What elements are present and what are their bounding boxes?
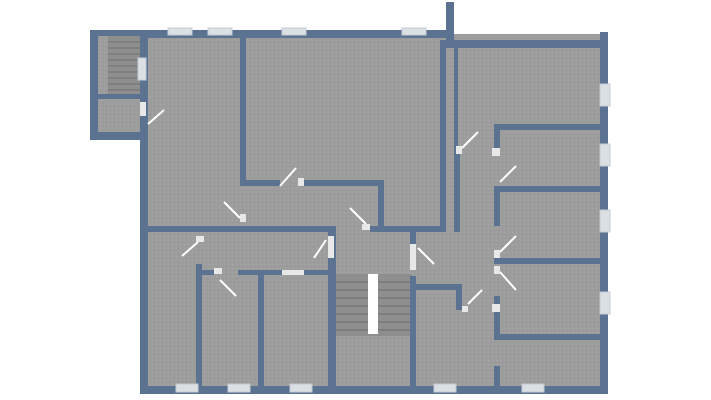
door-swing-icon[interactable] <box>456 131 479 154</box>
wall <box>258 270 264 390</box>
wall <box>98 94 140 99</box>
wall <box>494 258 604 264</box>
door-swing-icon[interactable] <box>494 235 517 258</box>
window-icon <box>599 209 611 233</box>
door-swing-icon[interactable] <box>492 304 500 312</box>
window-icon <box>167 27 193 36</box>
wall <box>240 34 246 184</box>
window-icon <box>137 57 147 81</box>
wall <box>328 226 336 394</box>
wall <box>410 276 416 394</box>
wall <box>144 226 336 232</box>
wall <box>416 284 458 290</box>
door-swing-icon[interactable] <box>140 102 165 125</box>
wall <box>304 180 384 186</box>
doors <box>140 102 517 312</box>
wall <box>494 124 604 130</box>
window-icon <box>281 27 307 36</box>
window-icon <box>207 27 233 36</box>
door-swing-icon[interactable] <box>214 268 237 297</box>
door-swing-icon[interactable] <box>223 201 246 222</box>
door-swing-icon[interactable] <box>462 289 483 312</box>
door-swing-icon[interactable] <box>494 266 517 291</box>
wall <box>140 386 608 394</box>
wall <box>370 226 446 232</box>
wall <box>454 42 458 192</box>
wall <box>196 264 202 390</box>
window-icon <box>227 383 251 393</box>
stair-west-run <box>108 36 142 94</box>
wall <box>494 296 500 338</box>
wall <box>90 132 148 140</box>
window-icon <box>401 27 427 36</box>
staircase-icon <box>108 41 142 91</box>
wall <box>240 180 280 186</box>
windows <box>137 27 611 393</box>
wall <box>446 40 608 48</box>
door-swing-icon[interactable] <box>410 244 435 270</box>
wall <box>494 366 500 390</box>
wall <box>494 186 604 192</box>
wall <box>456 284 462 310</box>
wall <box>446 2 454 48</box>
door-swing-icon[interactable] <box>349 207 370 230</box>
window-icon <box>599 143 611 167</box>
wall <box>410 226 416 256</box>
window-icon <box>521 383 545 393</box>
wall <box>494 124 500 154</box>
window-icon <box>433 383 457 393</box>
stair-center <box>336 274 412 336</box>
wall <box>196 270 214 275</box>
door-swing-icon[interactable] <box>282 270 304 275</box>
door-swing-icon[interactable] <box>181 236 204 257</box>
door-swing-icon[interactable] <box>492 148 517 183</box>
window-icon <box>289 383 313 393</box>
wall <box>494 186 500 226</box>
door-swing-icon[interactable] <box>279 167 304 187</box>
door-swing-icon[interactable] <box>313 236 334 259</box>
window-icon <box>599 291 611 315</box>
wall <box>378 180 384 230</box>
wall <box>90 30 150 36</box>
wall <box>454 150 460 232</box>
stair-center-well <box>368 274 378 334</box>
wall <box>304 270 332 275</box>
stair-west <box>108 36 142 94</box>
wall <box>440 40 446 230</box>
window-icon <box>175 383 199 393</box>
wall <box>140 30 148 394</box>
wall <box>90 30 98 140</box>
window-icon <box>599 83 611 107</box>
wall <box>494 334 604 340</box>
